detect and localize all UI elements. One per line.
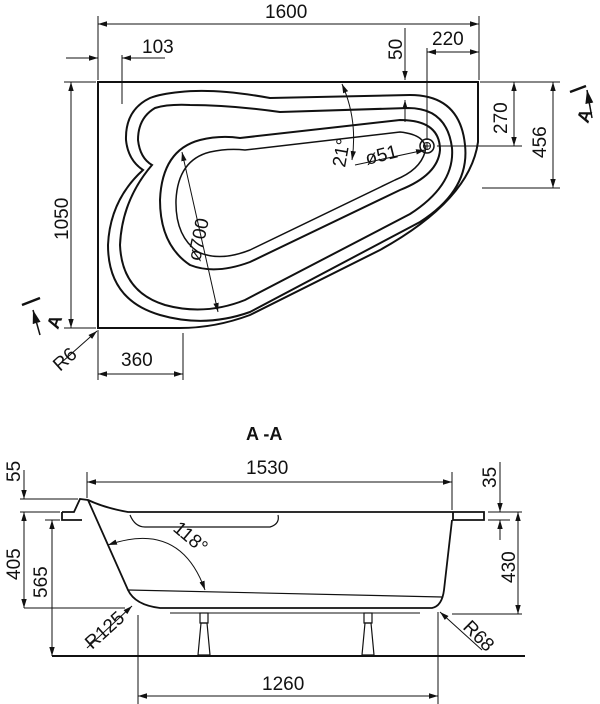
dim-r125: R125 xyxy=(81,608,129,654)
armrest xyxy=(129,514,279,528)
dim-50: 50 xyxy=(386,39,407,60)
dim-1050: 1050 xyxy=(52,198,73,240)
dim-220: 220 xyxy=(432,29,464,50)
tub-outline xyxy=(97,81,479,329)
section-title: A -A xyxy=(246,424,282,444)
section-mark-left: A xyxy=(43,312,66,331)
dim-103: 103 xyxy=(142,37,174,58)
dim-270: 270 xyxy=(491,102,512,134)
leg-right xyxy=(361,612,375,656)
tub-floor xyxy=(127,589,443,598)
dim-456: 456 xyxy=(530,126,551,158)
section-mark-right: A xyxy=(573,106,596,125)
dim-55: 55 xyxy=(4,461,25,482)
dim-118-deg: 118° xyxy=(169,518,212,558)
rim-left xyxy=(61,498,485,521)
dim-430: 430 xyxy=(499,551,520,583)
dim-1260: 1260 xyxy=(262,674,304,695)
leg-left xyxy=(197,612,211,656)
dim-1530: 1530 xyxy=(246,458,288,479)
dim-drain-dia: ø51 xyxy=(363,142,400,170)
dim-405: 405 xyxy=(4,548,25,580)
dim-1600: 1600 xyxy=(265,2,307,23)
dim-r68: R68 xyxy=(458,617,497,656)
rim-outer xyxy=(106,89,467,322)
dim-35: 35 xyxy=(480,467,501,488)
top-view: 1600 103 50 220 270 456 A 1050 xyxy=(21,2,596,380)
section-view: A -A 1530 55 405 565 xyxy=(4,424,525,704)
dim-360: 360 xyxy=(121,350,153,371)
dim-21-deg: 21° xyxy=(329,137,355,169)
rim-inner xyxy=(118,103,454,311)
dim-565: 565 xyxy=(31,566,52,598)
tub-section-outline xyxy=(87,499,453,609)
